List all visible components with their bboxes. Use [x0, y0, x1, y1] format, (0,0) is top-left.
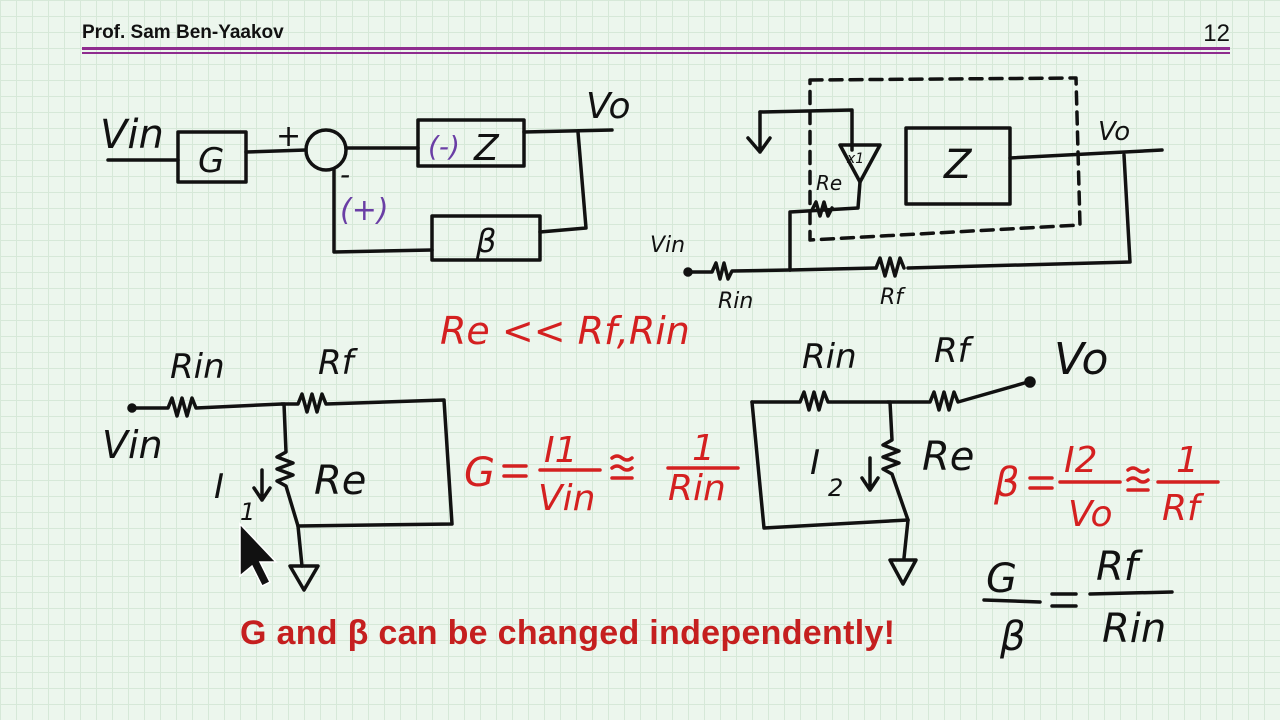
rf-to-node-wire — [788, 266, 878, 272]
block-diagram — [106, 118, 614, 262]
b-re-label: Re — [922, 434, 974, 480]
condition-note: Re << Rf,Rin — [440, 309, 690, 353]
b-rf-label: Rf — [934, 331, 975, 371]
g-eq-num: I1 — [544, 430, 578, 471]
ratio-num-right: Rf — [1096, 544, 1144, 590]
bd-forward-sign: (-) — [428, 130, 460, 163]
amp-re-label: Re — [816, 171, 842, 195]
dashed-box — [808, 76, 1082, 242]
b-i-sub: 2 — [828, 474, 843, 502]
left-loop-wire — [750, 400, 910, 530]
i2-arrow — [860, 456, 880, 492]
ratio-right-bar — [1088, 590, 1174, 596]
b-eq-equals — [1028, 476, 1054, 490]
re-resistor — [810, 200, 834, 218]
re-wire — [788, 180, 862, 272]
vo-wire — [1008, 148, 1164, 160]
vin-terminal — [683, 267, 693, 277]
b-eq-den: Vo — [1068, 494, 1113, 535]
beta-circuit — [750, 376, 1036, 586]
gain-block — [176, 130, 248, 184]
rf-resistor — [886, 380, 1030, 412]
output-wire — [522, 128, 614, 134]
b-eq-approx-num: 1 — [1176, 440, 1199, 481]
g-eq-lhs: G — [464, 450, 495, 496]
g-circuit — [127, 392, 454, 592]
g-i-label: I — [214, 467, 224, 507]
page-number: 12 — [1203, 20, 1230, 47]
b-eq-num: I2 — [1064, 440, 1098, 481]
slide-header: Prof. Sam Ben-Yaakov 12 — [82, 20, 1230, 56]
amp-circuit — [683, 76, 1164, 281]
ground-symbol — [288, 564, 320, 592]
g-eq-approx-num: 1 — [692, 428, 715, 469]
re-resistor — [275, 402, 304, 568]
bd-minus-label: - — [340, 158, 350, 191]
b-eq-approx-den: Rf — [1162, 488, 1205, 529]
rf-resistor — [280, 392, 454, 528]
feedback-return-wire — [332, 168, 434, 254]
bd-beta-label: β — [475, 222, 496, 260]
mouse-cursor-icon — [239, 522, 278, 588]
amp-z-label: Z — [943, 142, 973, 188]
bd-z-label: Z — [473, 128, 500, 169]
bd-gain-label: G — [198, 141, 224, 181]
bd-vo-label: Vo — [586, 86, 631, 127]
ground-feed-wire — [758, 108, 854, 152]
ground-symbol — [888, 558, 918, 586]
author-name: Prof. Sam Ben-Yaakov — [82, 22, 284, 43]
ratio-lines — [982, 590, 1174, 608]
ground-arrow — [746, 110, 772, 154]
ratio-num-left: G — [986, 556, 1017, 602]
amp-rin-label: Rin — [718, 289, 753, 314]
g-eq-approx-den: Rin — [668, 468, 726, 509]
b-rin-label: Rin — [802, 337, 857, 377]
ratio-equals — [1050, 592, 1078, 608]
b-eq-lhs: β — [993, 460, 1020, 506]
amp-vin-label: Vin — [650, 233, 685, 258]
ratio-den-left: β — [999, 614, 1026, 660]
feedback-block — [430, 214, 542, 262]
b-i-label: I — [810, 443, 820, 483]
re-resistor — [881, 400, 910, 560]
vo-feedback-wire — [906, 153, 1132, 270]
g-i-sub: 1 — [240, 498, 255, 526]
amp-buffer-label: x1 — [846, 151, 864, 167]
rin-resistor — [750, 390, 890, 412]
summing-junction — [304, 128, 348, 172]
forward-block — [416, 118, 526, 168]
bd-plus-label: + — [276, 119, 301, 154]
g-rf-label: Rf — [318, 343, 359, 383]
ratio-den-right: Rin — [1102, 606, 1166, 652]
i1-arrow — [252, 468, 272, 502]
buffer-triangle — [838, 143, 882, 184]
g-vin-label: Vin — [102, 423, 163, 467]
g-eq-equals — [502, 464, 528, 478]
g-eq-approx — [610, 454, 634, 480]
z-block — [904, 126, 1012, 206]
header-rule-secondary — [82, 52, 1230, 54]
vo-terminal — [1024, 376, 1036, 388]
feedback-wire — [538, 130, 588, 234]
amp-rf-label: Rf — [880, 285, 906, 310]
bd-minus-note: (+) — [340, 193, 389, 228]
b-vo-label: Vo — [1054, 334, 1108, 385]
slide-caption: G and β can be changed independently! — [240, 614, 896, 652]
rf-resistor — [874, 256, 906, 278]
g-re-label: Re — [314, 458, 366, 504]
g-rin-label: Rin — [170, 347, 225, 387]
g-eq-den: Vin — [538, 478, 595, 519]
amp-vo-label: Vo — [1098, 117, 1130, 147]
header-rule — [82, 47, 1230, 50]
b-eq-approx — [1126, 466, 1150, 492]
rin-wire — [688, 261, 792, 281]
bd-vin-label: Vin — [100, 112, 164, 158]
red-equation-lines — [502, 454, 1220, 492]
rin-resistor — [130, 396, 284, 418]
gain-to-sum-wire — [244, 148, 308, 154]
ratio-left-bar — [982, 598, 1042, 604]
